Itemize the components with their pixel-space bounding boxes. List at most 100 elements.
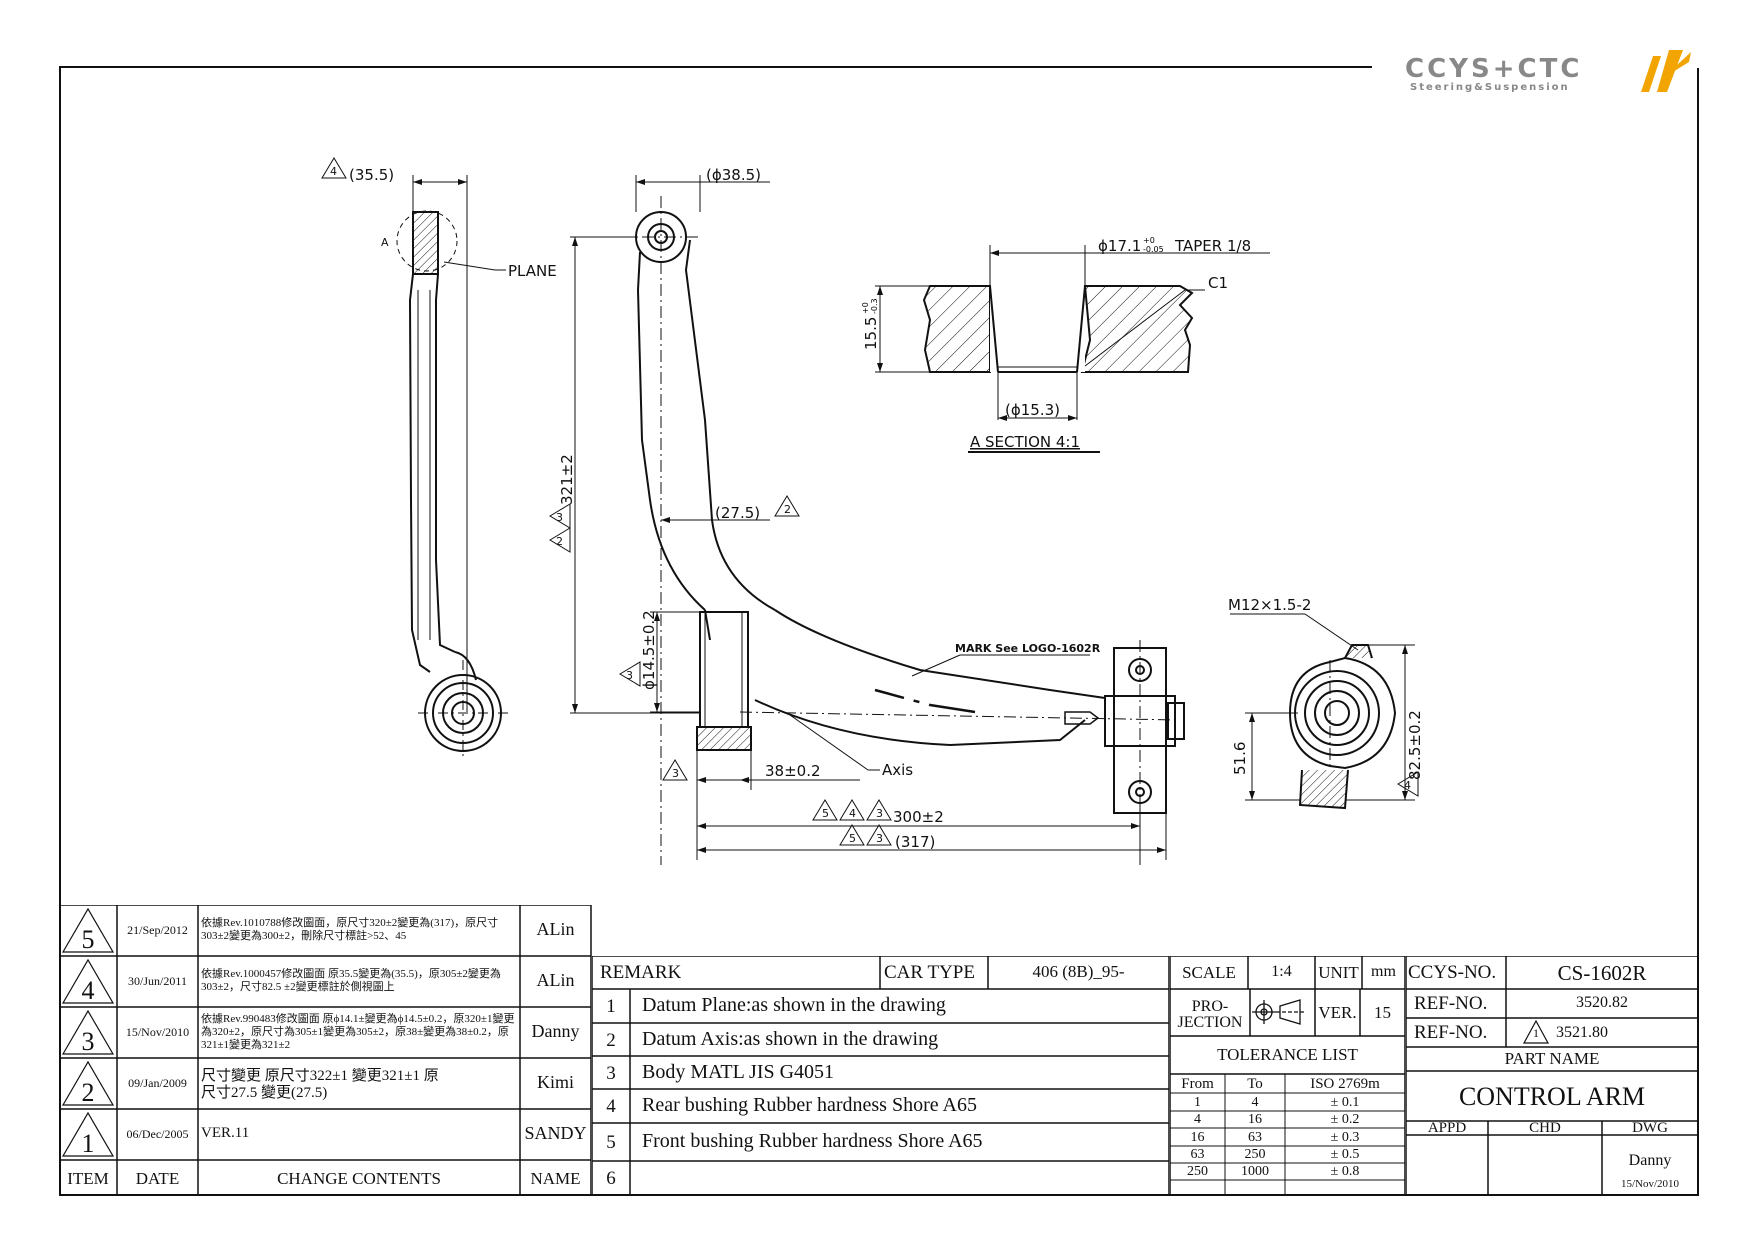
projection-symbol-icon <box>1252 999 1305 1025</box>
rev-5-date: 21/Sep/2012 <box>127 923 188 937</box>
tol-row-2-from: 4 <box>1194 1112 1201 1127</box>
section-a-top-dia: ϕ17.1 +0 -0.05 <box>1098 236 1164 255</box>
rev-1-content: VER.11 <box>201 1125 250 1141</box>
rev-header-name: NAME <box>530 1169 581 1188</box>
part-name-value: CONTROL ARM <box>1458 1082 1646 1111</box>
tol-row-3-to: 63 <box>1248 1130 1262 1145</box>
end-view-825-dim: 82.5±0.2 <box>1406 710 1424 780</box>
front-view-top-dia-dim: (ϕ38.5) <box>706 166 761 184</box>
ref-no2-label: REF-NO. <box>1414 1022 1488 1043</box>
end-view-825-rev-triangle: 4 <box>1397 771 1419 797</box>
remark-3-no: 3 <box>606 1063 616 1084</box>
svg-text:-0.3: -0.3 <box>870 298 879 314</box>
tol-row-1-value: ± 0.1 <box>1330 1095 1360 1110</box>
front-view-height-dim: 321±2 <box>558 454 576 505</box>
rev-4-date: 30/Jun/2011 <box>128 974 187 988</box>
remark-1-text: Datum Plane:as shown in the drawing <box>642 994 946 1016</box>
appd-label: APPD <box>1427 1120 1467 1136</box>
tol-row-2-to: 16 <box>1248 1112 1262 1127</box>
svg-text:5: 5 <box>849 832 856 845</box>
section-a-view <box>922 285 1194 373</box>
ver-label: VER. <box>1318 1003 1357 1022</box>
ref-no-value: 3520.82 <box>1576 994 1628 1011</box>
front-view-275-rev-triangle: 2 <box>774 495 800 517</box>
front-view-dimensions <box>570 175 1167 860</box>
tol-header-to: To <box>1247 1076 1263 1092</box>
tol-row-5-from: 250 <box>1187 1164 1208 1179</box>
tol-row-2-value: ± 0.2 <box>1330 1112 1360 1127</box>
tol-row-3-value: ± 0.3 <box>1330 1130 1360 1145</box>
svg-text:+0: +0 <box>1143 236 1155 245</box>
svg-text:+0: +0 <box>861 302 870 314</box>
dwg-date: 15/Nov/2010 <box>1620 1178 1680 1190</box>
rev-5-content: 依據Rev.1010788修改圖面，原尺寸320±2變更為(317)，原尺寸30… <box>201 917 499 942</box>
rev-1-item: 1 <box>81 1129 95 1158</box>
remark-6-no: 6 <box>606 1168 616 1189</box>
rev-1-date: 06/Dec/2005 <box>126 1127 189 1141</box>
end-view <box>1288 644 1397 810</box>
section-a-bottom-dia: (ϕ15.3) <box>1005 401 1060 419</box>
remarks-table: REMARK CAR TYPE 406 (8B)_95- 1 Datum Pla… <box>592 956 1170 1196</box>
front-view-145-dim: ϕ14.5±0.2 <box>640 610 658 690</box>
scale-value: 1:4 <box>1271 963 1292 980</box>
front-view-275-dim: (27.5) <box>715 504 760 522</box>
rev-1-name: SANDY <box>524 1123 587 1143</box>
tol-row-3-from: 16 <box>1190 1130 1205 1145</box>
end-view-thread: M12×1.5-2 <box>1228 596 1311 614</box>
front-view-317-rev-triangles: 5 3 <box>839 824 892 846</box>
revision-table: 5 21/Sep/2012 依據Rev.1010788修改圖面，原尺寸320±2… <box>59 905 592 1196</box>
rev-2-content: 尺寸變更 原尺寸322±1 變更321±1 原尺寸27.5 變更(27.5) <box>201 1068 439 1101</box>
section-a-height-dim: 15.5 +0 -0.3 <box>861 298 880 350</box>
svg-text:3: 3 <box>672 767 679 780</box>
svg-text:2: 2 <box>784 503 791 516</box>
rev-4-name: ALin <box>536 970 575 990</box>
side-view-width-dim: (35.5) <box>349 166 394 184</box>
svg-text:2: 2 <box>556 535 563 548</box>
section-a-title: A SECTION 4:1 <box>970 433 1080 451</box>
rev-3-name: Danny <box>531 1021 580 1041</box>
remark-header: REMARK <box>600 962 682 983</box>
rev-header-date: DATE <box>135 1169 180 1188</box>
svg-text:4: 4 <box>1404 779 1411 792</box>
tol-header-iso: ISO 2769m <box>1310 1076 1380 1092</box>
tol-row-5-value: ± 0.8 <box>1330 1164 1360 1179</box>
front-view-38-dim: 38±0.2 <box>765 762 821 780</box>
frame-top-border <box>59 66 1372 68</box>
remark-5-no: 5 <box>606 1132 616 1153</box>
tol-row-4-value: ± 0.5 <box>1330 1147 1360 1162</box>
car-type-value: 406 (8B)_95- <box>1032 962 1125 981</box>
front-view-mark-label: MARK See LOGO-1602R <box>955 642 1101 655</box>
svg-text:4: 4 <box>849 807 856 820</box>
side-view-rev-4-triangle: 4 <box>321 157 347 179</box>
ref-no-label: REF-NO. <box>1414 993 1488 1014</box>
rev-4-content: 依據Rev.1000457修改圖面 原35.5變更為(35.5)，原305±2變… <box>201 968 501 993</box>
front-view-300-rev-triangles: 5 4 3 <box>812 799 892 821</box>
logo-tagline: Steering&Suspension <box>1410 82 1570 93</box>
part-name-label: PART NAME <box>1504 1049 1600 1068</box>
svg-text:3: 3 <box>626 669 633 682</box>
chd-label: CHD <box>1529 1120 1561 1136</box>
rev-header-content: CHANGE CONTENTS <box>277 1169 441 1188</box>
tol-row-1-to: 4 <box>1251 1095 1259 1110</box>
logo-wordmark: CCYS+CTC <box>1405 54 1583 84</box>
side-view-a-label: A <box>381 236 389 249</box>
dwg-label: DWG <box>1632 1120 1668 1136</box>
spec-table-grid <box>1170 956 1406 1196</box>
front-view-145-rev-triangle: 3 <box>619 661 641 687</box>
scale-label: SCALE <box>1182 963 1236 982</box>
rev-3-date: 15/Nov/2010 <box>125 1025 190 1039</box>
section-a-dimensions <box>875 245 1270 421</box>
front-view-centerlines <box>620 196 1181 865</box>
section-a-taper: TAPER 1/8 <box>1174 237 1251 255</box>
title-block: CCYS-NO. CS-1602R REF-NO. 3520.82 REF-NO… <box>1406 956 1699 1196</box>
title-block-grid <box>1406 956 1699 1196</box>
unit-label: UNIT <box>1318 963 1359 982</box>
rev-2-name: Kimi <box>536 1072 574 1092</box>
remark-4-no: 4 <box>606 1096 616 1117</box>
svg-text:5: 5 <box>822 807 829 820</box>
tol-header-from: From <box>1181 1076 1214 1092</box>
side-view-plane-label: PLANE <box>508 262 557 280</box>
tolerance-title: TOLERANCE LIST <box>1217 1045 1358 1064</box>
logo-swoosh-icon <box>1641 50 1691 92</box>
